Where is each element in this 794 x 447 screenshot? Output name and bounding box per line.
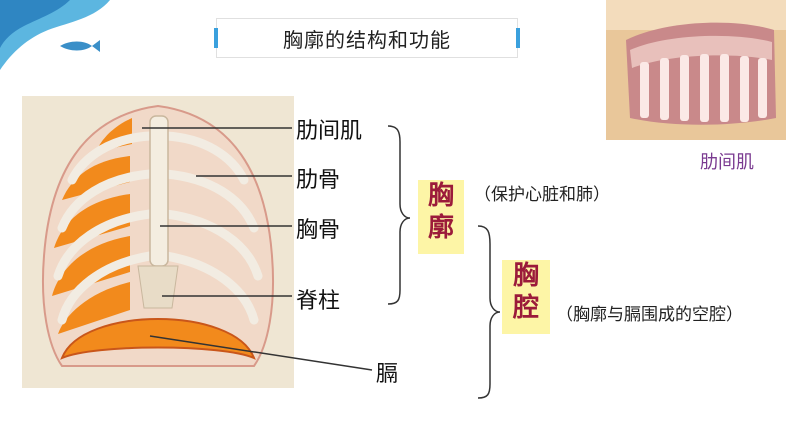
chest-cavity-note: （胸廓与膈围成的空腔）: [556, 305, 743, 325]
chest-cavity-highlight: 胸 腔: [502, 260, 550, 334]
label-sternum: 胸骨: [296, 218, 341, 243]
photo-caption: 肋间肌: [700, 152, 754, 173]
rib-cage-illustration: [22, 96, 294, 388]
label-rib: 肋骨: [296, 168, 341, 193]
thorax-highlight: 胸 廓: [418, 180, 464, 254]
thorax-char-2: 廓: [427, 213, 454, 243]
thorax-char-1: 胸: [427, 181, 454, 211]
label-spine: 脊柱: [296, 289, 341, 314]
rib-meat-photo: [606, 0, 786, 140]
title-banner: 胸廓的结构和功能: [214, 18, 520, 58]
cavity-char-1: 胸: [512, 261, 539, 291]
label-diaphragm: 膈: [376, 362, 399, 387]
corner-decoration: [0, 0, 110, 70]
fish-icon: [60, 41, 92, 51]
cavity-char-2: 腔: [512, 293, 539, 323]
label-intercostal-muscle: 肋间肌: [296, 119, 363, 144]
page-title: 胸廓的结构和功能: [283, 27, 451, 52]
thorax-note: （保护心脏和肺）: [474, 185, 610, 205]
